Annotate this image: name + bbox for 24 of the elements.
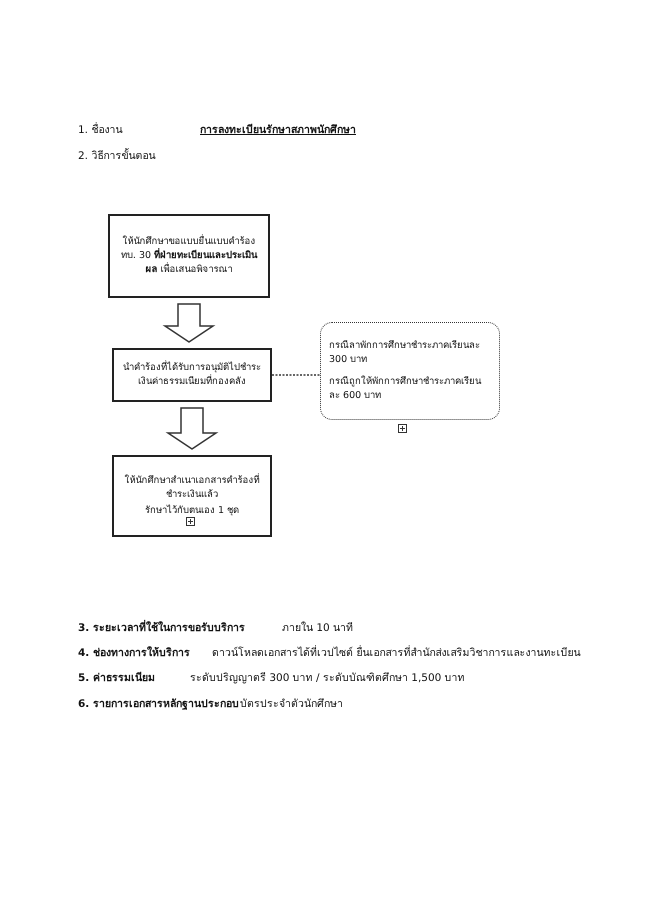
block-arrow — [162, 303, 216, 343]
node-text: กรณีลาพักการศึกษาชำระภาคเรียนละ 300 บาท — [329, 339, 481, 367]
node-text: นำคำร้องที่ได้รับการอนุมัติไปชำระเงินค่าธรรมเนียมที่กองคลัง — [122, 361, 262, 389]
connector-line — [272, 374, 320, 376]
node-text: ให้นักศึกษาขอแบบยื่นแบบคำร้อง ทบ. 30 ที่ฝ่ายทะเบียนและประเมินผล เพื่อเสนอพิจารณา — [120, 235, 258, 277]
section-text: ระดับปริญญาตรี 300 บาท / ระดับบัณฑิตศึกษา 1,500 บาท — [190, 671, 465, 686]
note-box — [320, 322, 500, 420]
node-text: กรณีถูกให้พักการศึกษาชำระภาคเรียนละ 600 บาท — [329, 375, 482, 403]
task-title: การลงทะเบียนรักษาสภาพนักศึกษา — [200, 122, 356, 138]
section-heading: 4. ช่องทางการให้บริการ — [78, 645, 190, 661]
node-text: ให้นักศึกษาสำเนาเอกสารคำร้องที่ชำระเงินแล้ว — [124, 474, 260, 502]
process-box — [108, 214, 270, 298]
section-heading: 5. ค่าธรรมเนียม — [78, 670, 155, 686]
section-heading: 3. ระยะเวลาที่ใช้ในการขอรับบริการ — [78, 619, 245, 636]
section-heading: 6. รายการเอกสารหลักฐานประกอบ — [78, 697, 239, 712]
process-box — [112, 348, 272, 402]
node-text: รักษาไว้กับตนเอง 1 ชุด — [144, 504, 240, 518]
section-text: บัตรประจำตัวนักศึกษา — [240, 697, 343, 712]
block-arrow — [166, 407, 218, 450]
process-box — [112, 455, 272, 537]
section-text: ดาวน์โหลดเอกสารได้ที่เวปไซต์ ยื่นเอกสารที่สำนักส่งเสริมวิชาการและงานทะเบียน — [212, 644, 580, 661]
section-text: 2. วิธีการขั้นตอน — [78, 147, 156, 164]
section-text: ภายใน 10 นาที — [282, 620, 354, 636]
section-text: 1. ชื่องาน — [78, 121, 122, 138]
